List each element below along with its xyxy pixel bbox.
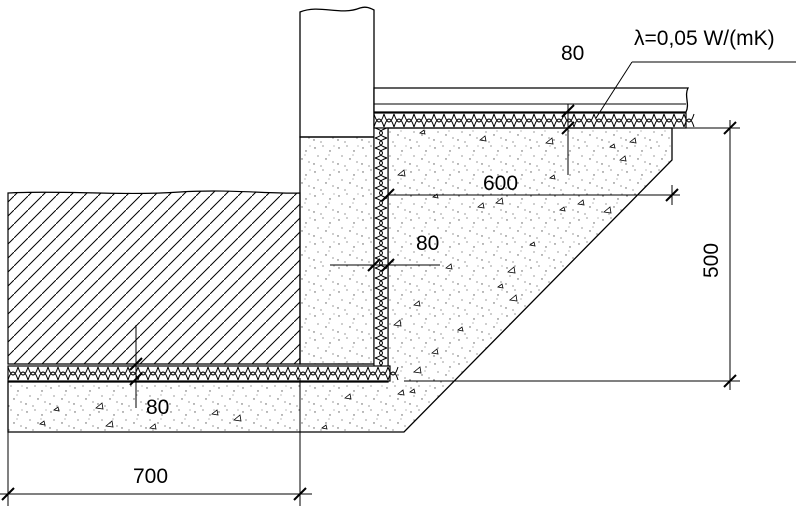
aggregate-mark (495, 197, 504, 205)
footing-width-dimension: 700 (133, 465, 168, 488)
lambda-label: λ=0,05 W/(mK) (634, 27, 775, 50)
concrete-slab (7, 127, 673, 433)
aggregate-mark (549, 174, 556, 180)
aggregate-mark (409, 388, 416, 394)
aggregate-mark (149, 423, 157, 430)
aggregate-mark (477, 202, 485, 209)
top-insulation-layer (373, 112, 695, 129)
aggregate-mark (95, 402, 104, 410)
bottom-insulation-dimension: 80 (146, 396, 169, 419)
floor-board (373, 87, 690, 113)
concrete-aggregate-marks (39, 129, 637, 430)
dimension-lines (0, 61, 796, 506)
aggregate-mark (545, 137, 554, 145)
aggregate-mark (529, 241, 536, 247)
soil-region (7, 190, 301, 365)
aggregate-mark (397, 169, 406, 177)
aggregate-mark (629, 137, 637, 144)
aggregate-mark (344, 393, 352, 400)
aggregate-mark (397, 389, 405, 396)
aggregate-mark (445, 263, 453, 270)
wall-insulation-dimension: 80 (416, 232, 439, 255)
aggregate-mark (619, 155, 627, 162)
aggregate-mark (479, 135, 487, 142)
aggregate-mark (53, 406, 60, 412)
wall-lower-concrete (299, 136, 375, 365)
aggregate-mark (431, 348, 439, 355)
bottom-insulation-layer (7, 365, 399, 382)
aggregate-mark (105, 420, 114, 428)
aggregate-mark (603, 206, 612, 214)
aggregate-mark (413, 366, 422, 374)
aggregate-mark (211, 409, 219, 416)
slab-depth-dimension: 500 (700, 243, 723, 278)
aggregate-mark (393, 319, 402, 327)
aggregate-mark (39, 420, 46, 426)
aggregate-mark (507, 266, 516, 274)
aggregate-mark (419, 129, 426, 135)
aggregate-mark (233, 414, 242, 422)
wall-insulation-layer (373, 127, 389, 369)
aggregate-mark (559, 206, 566, 212)
aggregate-mark (457, 326, 464, 332)
aggregate-mark (497, 283, 504, 289)
aggregate-mark (321, 424, 328, 430)
aggregate-mark (609, 143, 616, 149)
slab-width-dimension: 600 (483, 172, 518, 195)
aggregate-mark (413, 300, 421, 307)
top-insulation-dimension: 80 (561, 42, 584, 65)
wall-upper (299, 6, 375, 138)
aggregate-mark (509, 294, 518, 302)
aggregate-mark (577, 199, 585, 206)
